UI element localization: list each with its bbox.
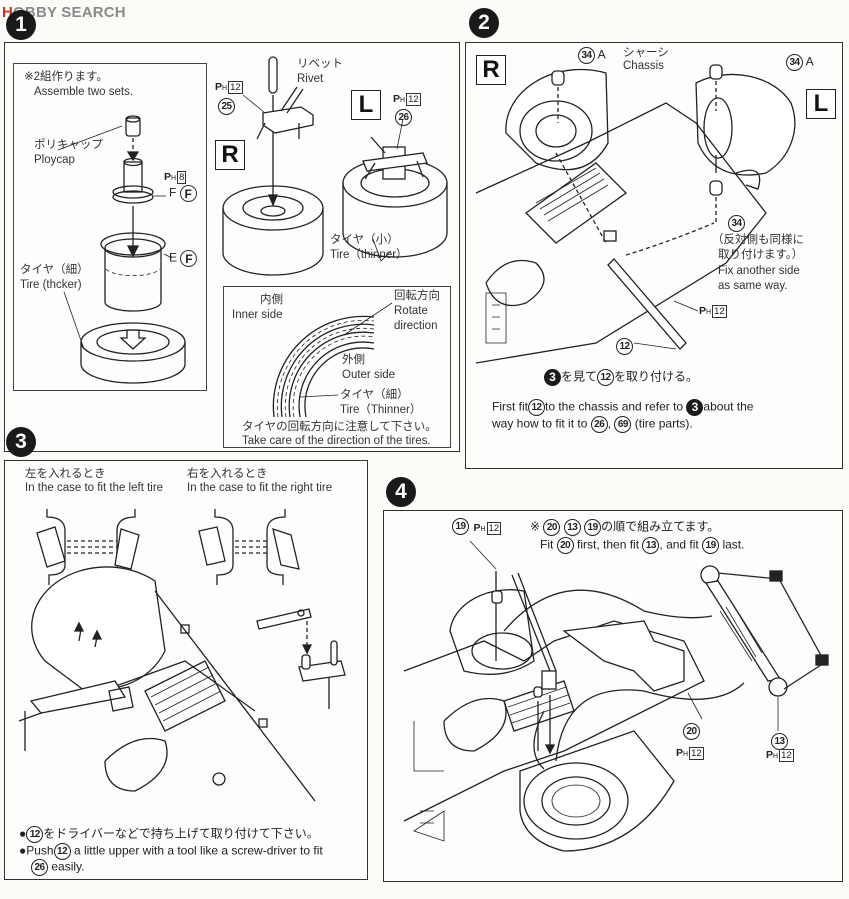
tire-thick-label-en: Tire (thcker) xyxy=(20,279,82,291)
other-side-note-en-1: Fix another side xyxy=(718,265,800,277)
suspension-assembly-illustration xyxy=(403,540,829,852)
left-side-marker: L xyxy=(806,89,836,119)
part-20-callout: 20 xyxy=(683,723,700,740)
polycap-wheel-illustration xyxy=(57,115,186,384)
assembly-order-en: Fit 20 first, then fit 13, and fit 19 la… xyxy=(540,537,744,554)
inner-side-label-jp: 内側 xyxy=(260,294,283,306)
chassis-label-en: Chassis xyxy=(623,60,664,72)
right-tire-case-jp: 右を入れるとき xyxy=(187,468,268,480)
step-2-badge: 2 xyxy=(469,8,499,38)
chassis-label-jp: シャーシ xyxy=(623,47,669,59)
polycap-label-jp: ポリキャップ xyxy=(34,139,103,151)
step-1-badge: 1 xyxy=(6,10,36,40)
assemble-note-jp: ※2組作ります。 xyxy=(24,71,108,83)
brand-mark: H xyxy=(2,4,14,21)
step-3-badge: 3 xyxy=(6,427,36,457)
step-3-illustration xyxy=(18,509,346,802)
runner-f-icon: F xyxy=(179,185,197,202)
part-e-label: E F xyxy=(169,250,198,267)
other-side-note-en-2: as same way. xyxy=(718,280,788,292)
rotate-direction-label-en-1: Rotate xyxy=(394,305,428,317)
left-side-marker: L xyxy=(351,90,381,120)
left-tire-case-en: In the case to fit the left tire xyxy=(25,482,164,494)
tire-caution-jp: タイヤの回転方向に注意して下さい。 xyxy=(242,421,437,433)
tire-direction-detail-box: 内側 Inner side 回転方向 Rotate direction 外側 O… xyxy=(223,286,451,448)
right-side-marker: R xyxy=(476,55,506,85)
left-tire-case-jp: 左を入れるとき xyxy=(25,468,106,480)
tire-thinner-label-jp: タイヤ（細） xyxy=(340,389,409,401)
tire-tread-illustration xyxy=(272,302,393,418)
hobby-search-watermark: HOBBY SEARCH xyxy=(2,4,126,21)
part-34-callout: 34 xyxy=(728,215,745,232)
tire-caution-en: Take care of the direction of the tires. xyxy=(242,435,431,447)
step-2-panel: R L 34 A シャーシ Chassis 34 A 34 （反対側も同様に 取… xyxy=(465,42,843,469)
rotate-direction-label-jp: 回転方向 xyxy=(394,290,440,302)
part-34a-left-callout: 34 A xyxy=(578,47,606,64)
runner-f-icon: F xyxy=(180,250,198,267)
assemble-note-en: Assemble two sets. xyxy=(34,86,134,98)
step-3-panel: 左を入れるとき In the case to fit the left tire… xyxy=(4,460,368,880)
other-side-note-jp-1: （反対側も同様に xyxy=(712,234,804,246)
step-3-note-en-line2: 26 easily. xyxy=(31,859,84,876)
polycap-label-en: Ploycap xyxy=(34,154,75,166)
hub-wheel-illustration xyxy=(222,56,448,276)
part-34a-right-callout: 34 A xyxy=(786,54,814,71)
step-4-badge: 4 xyxy=(386,477,416,507)
rivet-label-jp: リベット xyxy=(297,58,343,70)
right-side-marker: R xyxy=(215,140,245,170)
step-1-panel: ※2組作ります。 Assemble two sets. ポリキャップ Ployc… xyxy=(4,42,460,452)
part-13-callout: 13 xyxy=(771,733,788,750)
polycap-assembly-box: ※2組作ります。 Assemble two sets. ポリキャップ Ployc… xyxy=(13,63,207,391)
rotate-direction-label-en-2: direction xyxy=(394,320,438,332)
chassis-wheel-illustration xyxy=(475,64,796,364)
other-side-note-jp-2: 取り付けます。） xyxy=(718,249,804,261)
part-f-label: F F xyxy=(169,185,197,202)
outer-side-label-en: Outer side xyxy=(342,369,396,381)
outer-side-label-jp: 外側 xyxy=(342,354,365,366)
inner-side-label-en: Inner side xyxy=(232,309,283,321)
tire-small-label-en: Tire（thinner） xyxy=(330,249,408,261)
step-2-instruction-en-line2: way how to fit it to 26, 69 (tire parts)… xyxy=(492,416,693,433)
tire-thick-label-jp: タイヤ（細） xyxy=(20,264,89,276)
part-25-callout: 25 xyxy=(218,98,235,115)
brand-text: OBBY SEARCH xyxy=(13,4,126,21)
part-12-callout: 12 xyxy=(616,338,633,355)
right-tire-case-en: In the case to fit the right tire xyxy=(187,482,333,494)
part-26-callout: 26 xyxy=(395,109,412,126)
tire-thinner-label-en: Tire（Thinner） xyxy=(340,404,422,416)
rivet-label-en: Rivet xyxy=(297,73,324,85)
